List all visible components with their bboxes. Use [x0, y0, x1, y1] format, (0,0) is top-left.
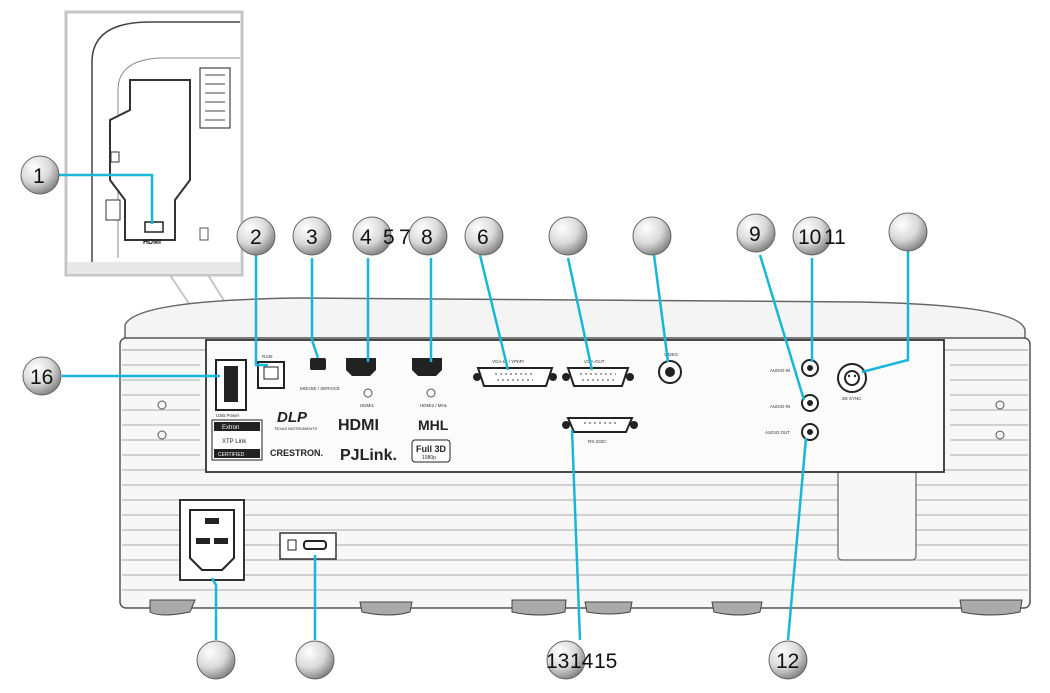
callout-11: 11 — [824, 226, 846, 249]
power-socket[interactable] — [179, 499, 245, 581]
callout-6-bubble — [464, 216, 504, 256]
callout-blank-c-bubble — [888, 212, 928, 252]
logo-extron: Extron XTP Link CERTIFIED — [211, 419, 263, 461]
mouse-service-label: MOUSE / SERVICE — [300, 386, 340, 391]
hdmi1-label: HDMI1 — [360, 403, 374, 408]
audio-out-label: AUDIO OUT — [765, 430, 790, 435]
callout-1: 1 — [33, 165, 45, 188]
hdmi1-port[interactable]: HDMI1 — [346, 358, 376, 408]
logo-full3d: Full 3D 1080p — [411, 439, 451, 463]
audio-in-2-port[interactable]: AUDIO-IN — [770, 394, 819, 412]
callout-16: 16 — [30, 366, 53, 389]
inset-hdmi-label: HDMI — [143, 239, 161, 246]
callout-15: 15 — [594, 650, 617, 673]
callout-3-bubble — [292, 216, 332, 256]
logo-dlp: DLP TEXAS INSTRUMENTS — [274, 409, 317, 431]
logo-crestron: CRESTRON. — [270, 448, 323, 458]
callout-6: 6 — [477, 226, 489, 249]
usb-power-port[interactable]: USB Power 5V/1.5A — [215, 359, 247, 424]
callout-3: 3 — [306, 226, 318, 249]
audio-out-port[interactable]: AUDIO OUT — [765, 423, 819, 441]
logo-pjlink-text: PJLink. — [340, 447, 397, 464]
callout-blank-b-bubble — [632, 216, 672, 256]
hdmi2-mhl-port[interactable]: HDMI2 / MHL — [412, 358, 448, 408]
callout-1-bubble — [20, 155, 60, 195]
callout-blank-d-bubble — [196, 640, 236, 680]
vga-out-label: VGA-OUT — [584, 359, 605, 364]
sync-3d-port[interactable]: 3D SYNC — [837, 363, 867, 401]
callout-blank-e-bubble — [295, 640, 335, 680]
leader-lines — [57, 173, 910, 641]
inset-panel: HDMI — [64, 10, 244, 321]
callout-blank-a-bubble — [548, 216, 588, 256]
vga-in-port[interactable]: VGA-IN / YPbPr — [473, 359, 557, 387]
logo-hdmi: HDMI — [338, 417, 379, 434]
logo-crestron-text: CRESTRON. — [270, 448, 323, 458]
vga-in-label: VGA-IN / YPbPr — [492, 359, 525, 364]
callout-8-bubble — [408, 216, 448, 256]
rj45-label: RJ45 — [262, 354, 273, 359]
callouts: 1 2 3 4 5 7 8 6 9 10 11 16 13 14 15 12 — [20, 155, 928, 680]
hdmi2-mhl-label: HDMI2 / MHL — [420, 403, 448, 408]
logo-dlp-text: DLP — [277, 409, 308, 426]
callout-13: 13 — [546, 650, 569, 673]
audio-in-1-label: AUDIO-IN — [770, 368, 790, 373]
audio-in-1-port[interactable]: AUDIO-IN — [770, 359, 819, 377]
connector-panel: USB Power 5V/1.5A RJ45 MOUSE / SERVICE H… — [205, 339, 945, 473]
callout-13-bubble — [546, 640, 586, 680]
logo-dlp-sub-text: TEXAS INSTRUMENTS — [274, 426, 317, 431]
callout-2-bubble — [236, 216, 276, 256]
callout-9-bubble — [736, 213, 776, 253]
callout-16-bubble — [22, 356, 62, 396]
logo-full3d-text: Full 3D — [416, 444, 447, 454]
video-port[interactable]: VIDEO — [658, 352, 682, 384]
logo-mhl: MHL — [418, 417, 449, 433]
logo-mhl-text: MHL — [418, 417, 449, 433]
logo-hdmi-text: HDMI — [338, 417, 379, 434]
callout-10: 10 — [798, 226, 821, 249]
logo-extron-top-text: Extron — [222, 425, 239, 431]
sync-3d-label: 3D SYNC — [842, 396, 862, 401]
rs232-port[interactable]: RS-232C — [562, 417, 638, 444]
callout-7: 7 — [399, 226, 411, 249]
logo-extron-mid-text: XTP Link — [222, 439, 247, 445]
logo-full3d-sub-text: 1080p — [422, 455, 436, 461]
rs232-label: RS-232C — [588, 439, 607, 444]
rj45-port[interactable]: RJ45 — [257, 354, 285, 389]
callout-2: 2 — [250, 226, 262, 249]
callout-12: 12 — [776, 650, 799, 673]
callout-4-bubble — [352, 216, 392, 256]
callout-9: 9 — [749, 223, 761, 246]
logo-pjlink: PJLink. — [340, 447, 397, 464]
logo-extron-bottom-text: CERTIFIED — [218, 452, 245, 458]
video-label: VIDEO — [664, 352, 679, 357]
security-lock-slot[interactable] — [279, 532, 337, 560]
callout-14: 14 — [570, 650, 594, 673]
audio-in-2-label: AUDIO-IN — [770, 404, 790, 409]
callout-4: 4 — [360, 226, 372, 249]
callout-12-bubble — [768, 640, 808, 680]
callout-5: 5 — [383, 226, 395, 249]
callout-10-bubble — [792, 216, 832, 256]
vga-out-port[interactable]: VGA-OUT — [562, 359, 634, 387]
mouse-service-port[interactable]: MOUSE / SERVICE — [300, 358, 340, 391]
callout-8: 8 — [421, 226, 433, 249]
usb-power-label: USB Power — [216, 413, 240, 418]
